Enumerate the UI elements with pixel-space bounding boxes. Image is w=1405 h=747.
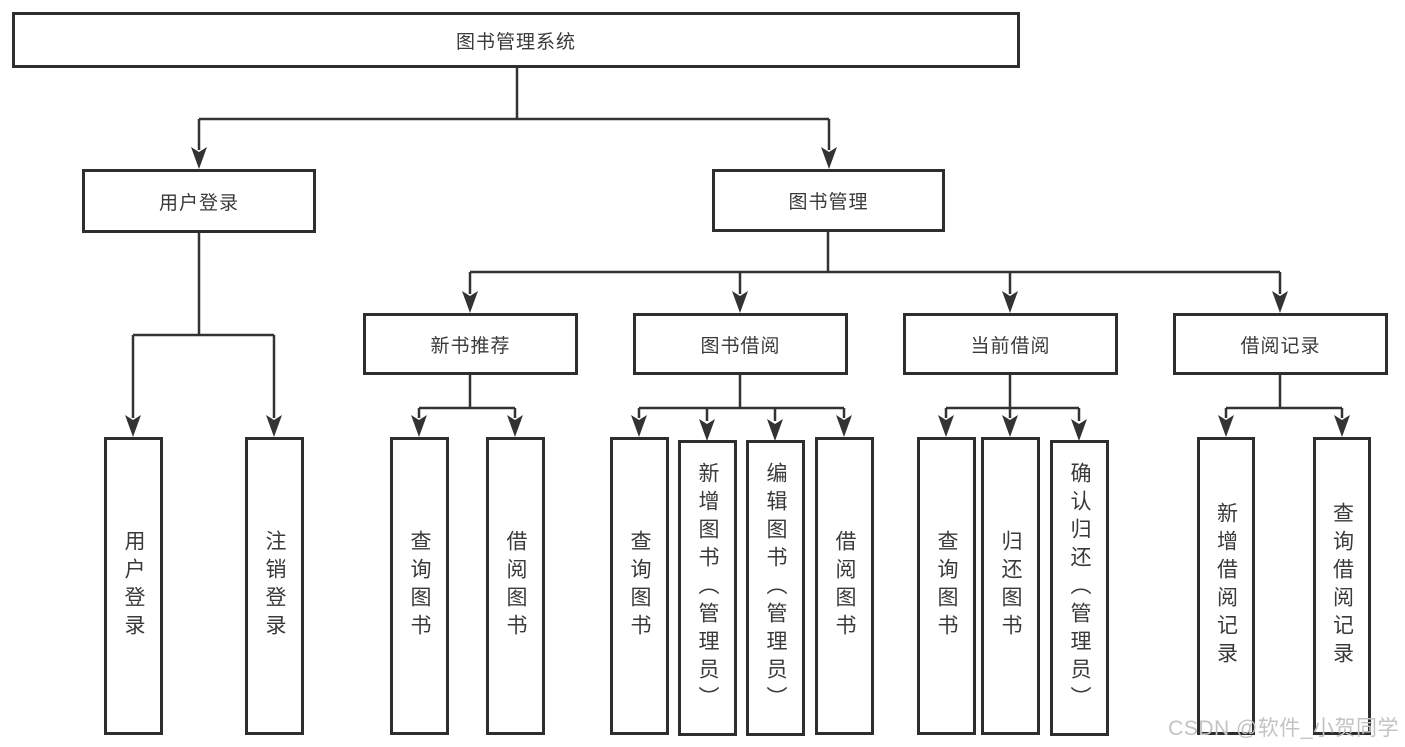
node-borrowing-records-label: 借阅记录 [1240,335,1321,357]
leaf-query-borrow-record: 查询借阅记录 [1313,437,1371,735]
leaf-add-books-admin: 新增图书（管理员） [678,440,737,736]
node-root-system: 图书管理系统 [12,12,1020,68]
leaf-query-books-2-label: 查询图书 [628,530,651,642]
leaf-borrow-books-1: 借阅图书 [486,437,545,735]
leaf-query-books-1: 查询图书 [390,437,449,735]
leaf-query-books-3: 查询图书 [917,437,976,735]
node-book-management-label: 图书管理 [788,192,869,213]
leaf-confirm-return-admin: 确认归还（管理员） [1050,440,1109,736]
node-current-borrowing: 当前借阅 [903,313,1118,375]
leaf-query-books-1-label: 查询图书 [408,530,431,642]
node-user-login: 用户登录 [82,169,316,233]
leaf-edit-books-admin: 编辑图书（管理员） [746,440,805,736]
leaf-return-books-label: 归还图书 [999,530,1022,642]
leaf-borrow-books-1-label: 借阅图书 [504,530,527,642]
leaf-query-books-2: 查询图书 [610,437,669,735]
csdn-watermark: CSDN @软件_小贺同学 [1168,717,1399,740]
node-current-borrowing-label: 当前借阅 [970,335,1051,357]
node-user-login-label: 用户登录 [158,192,239,214]
node-borrowing-records: 借阅记录 [1173,313,1388,375]
leaf-logout: 注销登录 [245,437,304,735]
node-book-management: 图书管理 [712,169,945,232]
leaf-borrow-books-2-label: 借阅图书 [833,530,856,642]
node-new-book-recommend-label: 新书推荐 [430,335,511,357]
leaf-confirm-return-admin-label: 确认归还（管理员） [1068,462,1091,714]
node-root-label: 图书管理系统 [455,31,576,53]
leaf-add-borrow-record: 新增借阅记录 [1197,437,1255,735]
leaf-add-books-admin-label: 新增图书（管理员） [696,462,719,714]
node-new-book-recommend: 新书推荐 [363,313,578,375]
leaf-user-login-label: 用户登录 [122,530,145,642]
leaf-edit-books-admin-label: 编辑图书（管理员） [764,462,787,714]
leaf-return-books: 归还图书 [981,437,1040,735]
leaf-add-borrow-record-label: 新增借阅记录 [1214,502,1238,670]
node-book-borrowing: 图书借阅 [633,313,848,375]
leaf-user-login: 用户登录 [104,437,163,735]
node-book-borrowing-label: 图书借阅 [700,335,781,357]
leaf-logout-label: 注销登录 [263,530,286,642]
leaf-query-borrow-record-label: 查询借阅记录 [1330,502,1354,670]
leaf-borrow-books-2: 借阅图书 [815,437,874,735]
leaf-query-books-3-label: 查询图书 [935,530,958,642]
